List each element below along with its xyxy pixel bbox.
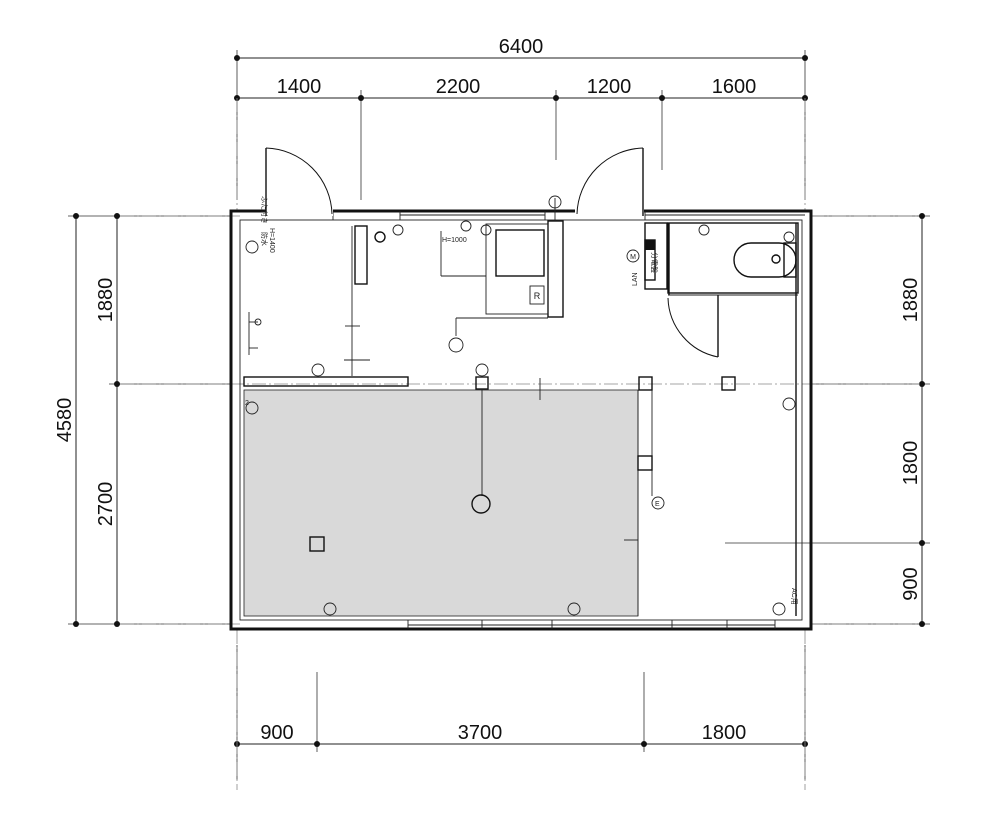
ceiling-fixtures: E	[309, 363, 736, 552]
panel-label: 分電盤	[650, 252, 659, 273]
left-dimensions: 4580 1880 2700	[54, 213, 230, 627]
dim-right-seg-3: 900	[900, 567, 922, 600]
center-lines	[120, 98, 920, 790]
dim-right-seg-2: 1800	[900, 441, 922, 486]
shaded-floor-area	[243, 389, 639, 617]
dim-left-seg-2: 2700	[95, 482, 117, 527]
meter-label: M	[630, 254, 636, 261]
lan-label: LAN	[632, 272, 639, 286]
dim-top-seg-2: 2200	[436, 76, 481, 98]
waterproof-label: 防水	[260, 232, 269, 246]
outlet-label: 2	[245, 400, 249, 407]
right-dimensions: 1880 1800 900	[725, 213, 930, 627]
height-1400-label: H=1400	[268, 228, 275, 253]
dim-bottom-seg-1: 900	[260, 722, 293, 744]
kitchen-area: R H=1000	[440, 223, 549, 353]
dim-bottom-seg-2: 3700	[458, 722, 503, 744]
dim-bottom-seg-3: 1800	[702, 722, 747, 744]
lid-label: ふた付き	[260, 196, 269, 224]
dim-right-seg-1: 1880	[900, 278, 922, 323]
exterior-walls	[229, 209, 813, 631]
toilet	[733, 242, 797, 278]
dim-left-seg-1: 1880	[95, 278, 117, 323]
dim-top-seg-3: 1200	[587, 76, 632, 98]
entry-door-left	[265, 147, 333, 216]
e-label: E	[655, 501, 660, 508]
electrical-panel: 分電盤 M LAN	[626, 239, 659, 286]
top-dimensions: 6400 1400 2200 1200 1600	[234, 36, 808, 200]
entry-door-right	[575, 147, 644, 216]
dim-top-seg-4: 1600	[712, 76, 757, 98]
ac-label: AC用	[790, 588, 798, 605]
outlets: 2 AC用	[245, 195, 798, 616]
washroom-fixtures: 防水 H=1400 ふた付き	[245, 196, 275, 355]
dim-left-total: 4580	[54, 398, 76, 443]
bottom-dimensions: 900 3700 1800	[234, 645, 808, 780]
dim-top-seg-1: 1400	[277, 76, 322, 98]
dim-top-total: 6400	[499, 36, 544, 58]
refrigerator-label: R	[534, 291, 541, 301]
height-1000-label: H=1000	[442, 237, 467, 244]
